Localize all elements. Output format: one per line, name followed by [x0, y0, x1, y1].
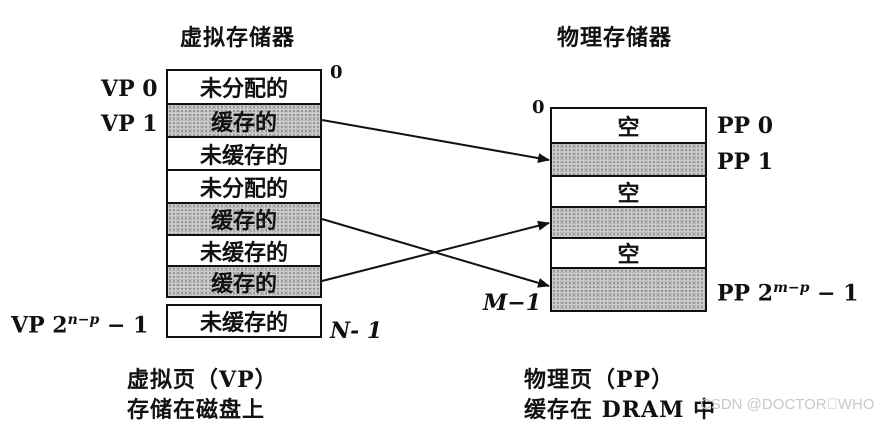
csdn-watermark: CSDN @DOCTOR WHO [700, 396, 875, 413]
arrow-vp1-to-pp1 [321, 119, 550, 164]
physical-caption-line1: 物理页（PP） [524, 367, 675, 393]
vp-0-label: VP 0 [101, 76, 158, 102]
physical-top-index: 0 [532, 97, 545, 118]
virtual-caption-line2: 存储在磁盘上 [127, 397, 266, 423]
vp-cell: 未分配的 [166, 169, 322, 204]
physical-bottom-index: M−1 [483, 290, 542, 316]
virtual-top-index: 0 [330, 62, 343, 83]
vp-1-label: VP 1 [101, 111, 158, 137]
pp-1-label: PP 1 [717, 149, 774, 175]
vp-cell: 未缓存的 [166, 304, 322, 338]
pp-0-label: PP 0 [717, 113, 774, 139]
virtual-caption-line1: 虚拟页（VP） [127, 367, 278, 393]
physical-caption-line2: 缓存在 DRAM 中 [524, 397, 717, 423]
vp-cell: 缓存的 [166, 103, 322, 138]
vp-last-label: VP 2n−p − 1 [11, 312, 149, 339]
arrow-vp6-to-pp3 [321, 220, 550, 282]
virtual-memory-title: 虚拟存储器 [180, 25, 296, 51]
pp-cell: 空 [550, 107, 707, 144]
vp-cell: 缓存的 [166, 202, 322, 236]
pp-cell [550, 267, 707, 312]
physical-memory-title: 物理存储器 [557, 25, 673, 51]
vp-cell: 未分配的 [166, 69, 322, 105]
pp-cell [550, 206, 707, 239]
virtual-bottom-index: N- 1 [330, 318, 383, 344]
pp-last-label: PP 2m−p − 1 [717, 280, 859, 307]
pp-cell: 空 [550, 175, 707, 208]
vp-cell: 未缓存的 [166, 234, 322, 267]
vp-cell: 缓存的 [166, 265, 322, 298]
